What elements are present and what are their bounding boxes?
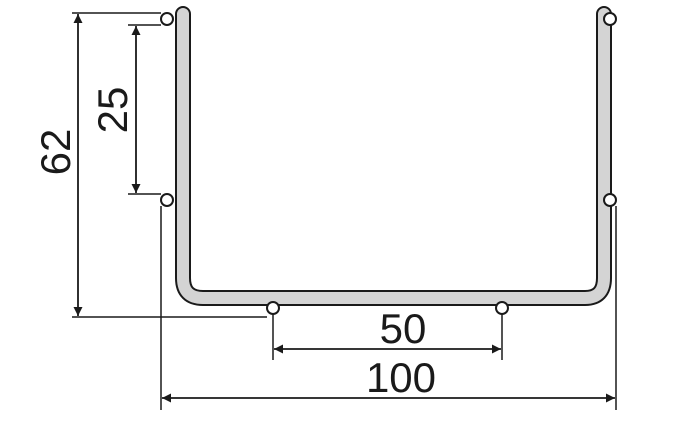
label-height-upper: 25 [89,87,136,134]
ref-point-mid-left [160,193,174,207]
ref-point-bottom-left [266,301,280,315]
ref-point-top-right [603,12,617,26]
extension-lines [72,12,617,410]
u-profile-fill [177,8,610,304]
label-width-inner: 50 [380,305,427,352]
ref-point-bottom-right [495,301,509,315]
label-width-total: 100 [366,354,436,401]
reference-points [160,12,617,315]
label-height-total: 62 [32,129,79,176]
ref-point-top-left [160,12,174,26]
dimension-lines [73,14,615,403]
u-profile-outline [175,6,612,306]
u-profile [175,6,612,306]
ref-point-mid-right [603,193,617,207]
